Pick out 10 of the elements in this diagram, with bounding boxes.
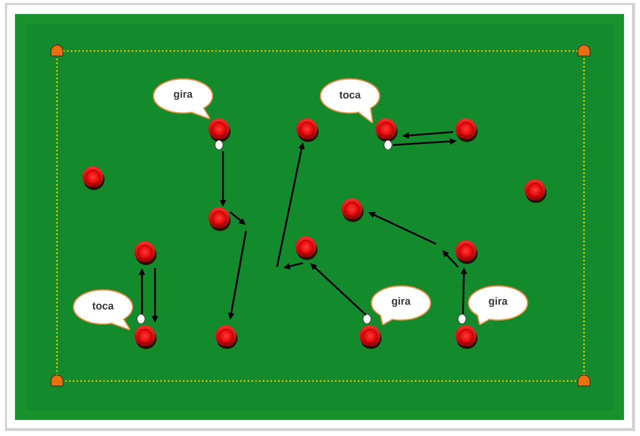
ball: [214, 140, 224, 150]
speech-bubble: toca: [320, 78, 380, 124]
speech-bubble: gira: [370, 285, 432, 326]
speech-bubble: gira: [152, 78, 214, 120]
speech-bubble: toca: [72, 289, 134, 330]
ball: [458, 314, 466, 324]
ball: [362, 314, 372, 324]
speech-bubble: gira: [468, 285, 528, 326]
ball: [136, 314, 146, 324]
ball: [384, 140, 392, 150]
